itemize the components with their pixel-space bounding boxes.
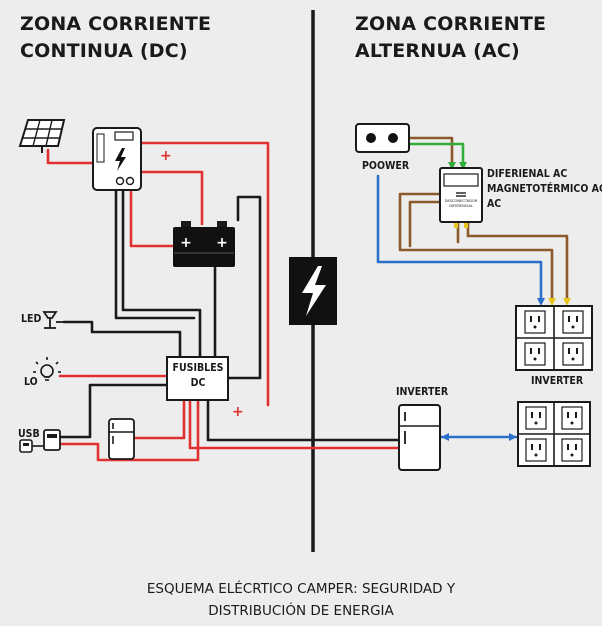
ac-zone-title-line2: ALTERNUA (AC) (355, 40, 520, 62)
ac-outlet-socket (562, 342, 584, 366)
ac-wires (376, 136, 569, 439)
caption-line2: DISTRIBUCIÓN DE ENERGIA (208, 603, 394, 619)
fuse-box-label-line2: DC (190, 377, 206, 389)
svg-text:+: + (180, 235, 192, 251)
led-label: LED (21, 313, 42, 325)
battery-icon: + + (173, 221, 235, 267)
breaker-face-text: DESCONECTADOR DIFERENCIAL (444, 199, 478, 208)
wire-arrowheads (441, 162, 571, 441)
led-lamp-icon (42, 311, 64, 329)
caption-line1: ESQUEMA ELÉCRTICO CAMPER: SEGURIDAD Y (146, 581, 456, 597)
ac-outlet-socket (524, 310, 546, 334)
usb-plug-icon (19, 429, 61, 453)
ac-outlet-socket (562, 310, 584, 334)
ac-breaker-icon (439, 167, 483, 223)
solar-panel-icon (18, 119, 66, 153)
svg-text:+: + (216, 235, 228, 251)
ac-zone-title-line1: ZONA CORRIENTE (355, 13, 547, 35)
high-voltage-icon (289, 257, 337, 325)
dc-zone-title-line2: CONTINUA (DC) (20, 40, 188, 62)
inverter-outlet-socket (525, 438, 547, 462)
power-socket-icon (355, 123, 410, 153)
breaker-label-line2: MAGNETOTÉRMICO AC (487, 183, 602, 195)
dc-zone-title-line1: ZONA CORRIENTE (20, 13, 212, 35)
fridge-icon (108, 418, 135, 460)
lo-label: LO (24, 376, 38, 388)
inverter-outlet-socket (561, 406, 583, 430)
dc-wires (46, 141, 400, 462)
positive-sign-bottom: + (232, 404, 244, 420)
power-label: POOWER (362, 160, 410, 172)
charge-controller-icon (92, 127, 142, 191)
inverter-unit-icon (398, 404, 441, 471)
fuse-box-label-line1: FUSIBLES (172, 362, 224, 374)
breaker-label-line3: AC (487, 198, 502, 210)
positive-sign-top: + (160, 148, 172, 164)
breaker-label-line1: DIFERIENAL AC (487, 168, 568, 180)
inverter-outlet-socket (525, 406, 547, 430)
ac-outlet-socket (524, 342, 546, 366)
inverter-outlet-socket (561, 438, 583, 462)
inverter-outlets-label: INVERTER (531, 375, 584, 387)
usb-label: USB (18, 428, 40, 440)
inverter-label: INVERTER (396, 386, 449, 398)
light-bulb-icon (33, 357, 61, 381)
dc-fuse-box (166, 356, 229, 401)
